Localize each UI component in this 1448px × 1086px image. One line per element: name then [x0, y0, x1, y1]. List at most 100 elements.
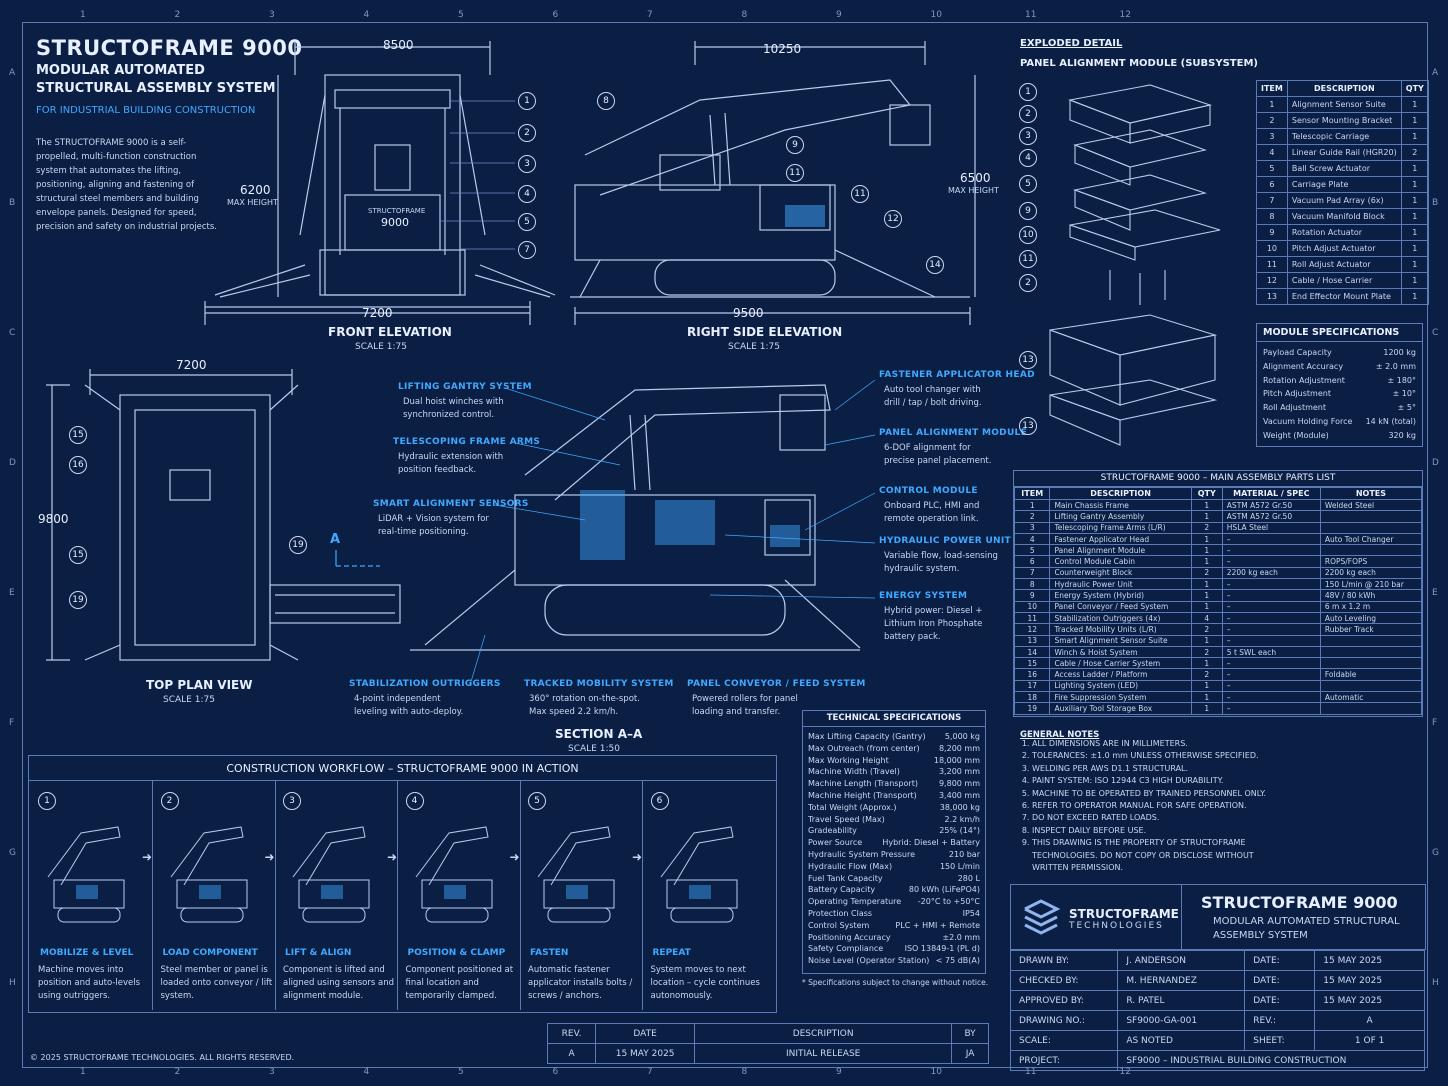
bom-cell: 9: [1256, 224, 1288, 241]
top-plan-title: TOP PLAN VIEW: [146, 678, 253, 692]
workflow-machine-icon: [292, 826, 370, 923]
module-spec-label: Weight (Module): [1263, 430, 1329, 440]
exploded-drawing: [1049, 84, 1221, 446]
module-spec-label: Alignment Accuracy: [1263, 361, 1344, 371]
parts-cell: 2: [1190, 521, 1223, 534]
module-spec-value: ± 5°: [1397, 403, 1416, 413]
parts-cell: Lighting System (LED): [1049, 679, 1192, 693]
ruler-row-right-A: A: [1432, 68, 1439, 78]
bom-cell: 4: [1256, 144, 1288, 161]
parts-cell: Control Module Cabin: [1049, 555, 1192, 568]
general-note-item: WELDING PER AWS D1.1 STRUCTURAL.: [1032, 763, 1282, 775]
parts-cell: 10: [1013, 600, 1051, 613]
section-callout-title-1: TELESCOPING FRAME ARMS: [393, 437, 541, 447]
section-aa-drawing: [410, 379, 876, 686]
plan-length: 9800: [38, 512, 69, 526]
plan-callout-19b: 19: [69, 591, 87, 609]
parts-cell: 9: [1013, 589, 1051, 602]
front-elevation-scale: SCALE 1:75: [355, 342, 407, 352]
side-callout-9: 9: [786, 136, 804, 154]
side-elevation-drawing: [570, 41, 976, 325]
parts-cell: 13: [1013, 634, 1051, 647]
module-spec-value: 320 kg: [1388, 430, 1416, 440]
tech-spec-label: Machine Height (Transport): [808, 790, 917, 800]
bom-cell: 13: [1256, 288, 1288, 305]
parts-list-title: STRUCTOFRAME 9000 – MAIN ASSEMBLY PARTS …: [1014, 471, 1422, 487]
parts-cell: Counterweight Block: [1049, 566, 1192, 580]
company-name-line2: TECHNOLOGIES: [1069, 921, 1164, 931]
tech-spec-row: Machine Height (Transport)3,400 mm: [808, 790, 980, 802]
exploded-callout-3: 4: [1019, 149, 1037, 167]
tech-spec-row: Machine Length (Transport)9,800 mm: [808, 778, 980, 790]
parts-cell: Stabilization Outriggers (4x): [1049, 611, 1192, 625]
parts-header-qty: QTY: [1190, 487, 1223, 500]
general-note-item: INSPECT DAILY BEFORE USE.: [1032, 825, 1282, 837]
approved-date-label: DATE:: [1244, 990, 1316, 1011]
workflow-step-number: 5: [528, 792, 546, 810]
parts-cell: Smart Alignment Sensor Suite: [1049, 634, 1192, 647]
ruler-col-bottom-9: 9: [836, 1067, 842, 1077]
side-callout-11a: 11: [786, 164, 804, 182]
workflow-step-number: 6: [650, 792, 669, 810]
parts-cell: [1319, 702, 1423, 715]
general-notes-list: ALL DIMENSIONS ARE IN MILLIMETERS.TOLERA…: [1018, 738, 1282, 874]
bom-cell: Cable / Hose Carrier: [1286, 272, 1402, 289]
parts-cell: 12: [1013, 623, 1051, 636]
tech-spec-label: Fuel Tank Capacity: [808, 873, 883, 883]
tech-spec-label: Protection Class: [808, 908, 873, 918]
tech-spec-value: 9,800 mm: [938, 779, 980, 789]
tech-spec-label: Hydraulic Flow (Max): [808, 861, 893, 871]
tech-spec-label: Travel Speed (Max): [808, 814, 885, 824]
tech-spec-value: 38,000 kg: [939, 802, 980, 812]
exploded-callout-7: 11: [1019, 250, 1037, 268]
tech-spec-value: 3,200 mm: [938, 767, 980, 777]
bom-cell: Ball Screw Actuator: [1286, 160, 1402, 177]
workflow-step-desc: System moves to next location – cycle co…: [650, 965, 760, 1001]
section-aa-title: SECTION A–A: [555, 727, 643, 741]
front-callout-3: 3: [518, 155, 536, 173]
tech-spec-row: Machine Width (Travel)3,200 mm: [808, 766, 980, 778]
rev-header-rev: REV.: [546, 1023, 597, 1044]
page-title: STRUCTOFRAME 9000: [36, 36, 303, 60]
workflow-machine-icon: [537, 826, 615, 923]
ruler-col-12: 12: [1119, 10, 1131, 20]
bom-cell: 10: [1256, 240, 1288, 257]
general-note-item: ALL DIMENSIONS ARE IN MILLIMETERS.: [1032, 738, 1282, 750]
bom-cell: 1: [1400, 112, 1429, 129]
section-callout-desc-2: LiDAR + Vision system for real-time posi…: [378, 514, 489, 537]
workflow-step-title: LOAD COMPONENT: [162, 948, 258, 958]
drawn-date-label: DATE:: [1244, 950, 1316, 971]
checked-by-label: CHECKED BY:: [1009, 970, 1119, 991]
parts-cell: Auxiliary Tool Storage Box: [1049, 702, 1192, 715]
tech-spec-value: 25% (14°): [939, 826, 980, 836]
workflow-step-number: 1: [38, 792, 56, 810]
tech-spec-row: Max Outreach (from center)8,200 mm: [808, 743, 980, 755]
drawn-by-value: J. ANDERSON: [1117, 950, 1246, 971]
bom-cell: 3: [1256, 128, 1288, 145]
tech-specs-title: TECHNICAL SPECIFICATIONS: [803, 711, 985, 727]
parts-cell: 2200 kg each: [1221, 566, 1321, 580]
ruler-col-6: 6: [552, 10, 559, 20]
module-spec-value: ± 10°: [1392, 389, 1416, 399]
module-spec-value: ± 2.0 mm: [1375, 361, 1416, 371]
parts-cell: Auto Tool Changer: [1319, 532, 1423, 546]
side-callout-14: 14: [926, 256, 944, 274]
section-callout-title-5: PANEL CONVEYOR / FEED SYSTEM: [687, 679, 866, 689]
section-callout-title-3: STABILIZATION OUTRIGGERS: [349, 679, 501, 689]
parts-cell: –: [1221, 544, 1321, 557]
bom-cell: Carriage Plate: [1286, 176, 1402, 193]
workflow-step-number: 2: [160, 792, 179, 810]
workflow-step-number: 3: [283, 792, 301, 810]
parts-cell: –: [1221, 555, 1321, 568]
general-note-item: THIS DRAWING IS THE PROPERTY OF STRUCTOF…: [1032, 837, 1282, 874]
workflow-arrow-icon: ➜: [264, 850, 275, 864]
parts-list-table: ITEM DESCRIPTION QTY MATERIAL / SPEC NOT…: [1013, 487, 1423, 715]
workflow-machine-icon: [170, 826, 247, 923]
parts-cell: Main Chassis Frame: [1049, 498, 1192, 512]
